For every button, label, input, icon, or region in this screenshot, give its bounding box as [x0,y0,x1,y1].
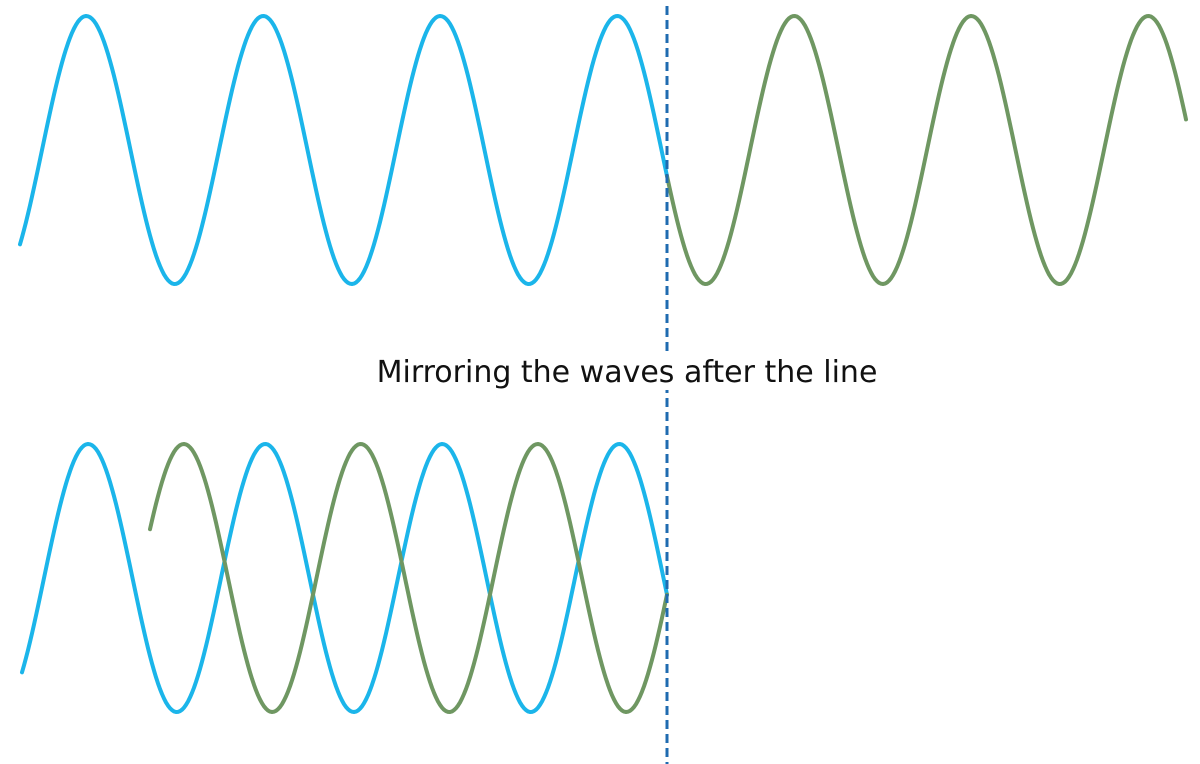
caption-container: Mirroring the waves after the line [0,355,1200,390]
top-panel [18,14,1188,286]
caption-text: Mirroring the waves after the line [375,355,879,390]
top-continuation-wave [665,14,1188,286]
bottom-original-wave [20,442,669,714]
top-original-wave [18,14,669,286]
bottom-mirrored-wave [148,442,669,714]
bottom-panel [20,442,669,714]
